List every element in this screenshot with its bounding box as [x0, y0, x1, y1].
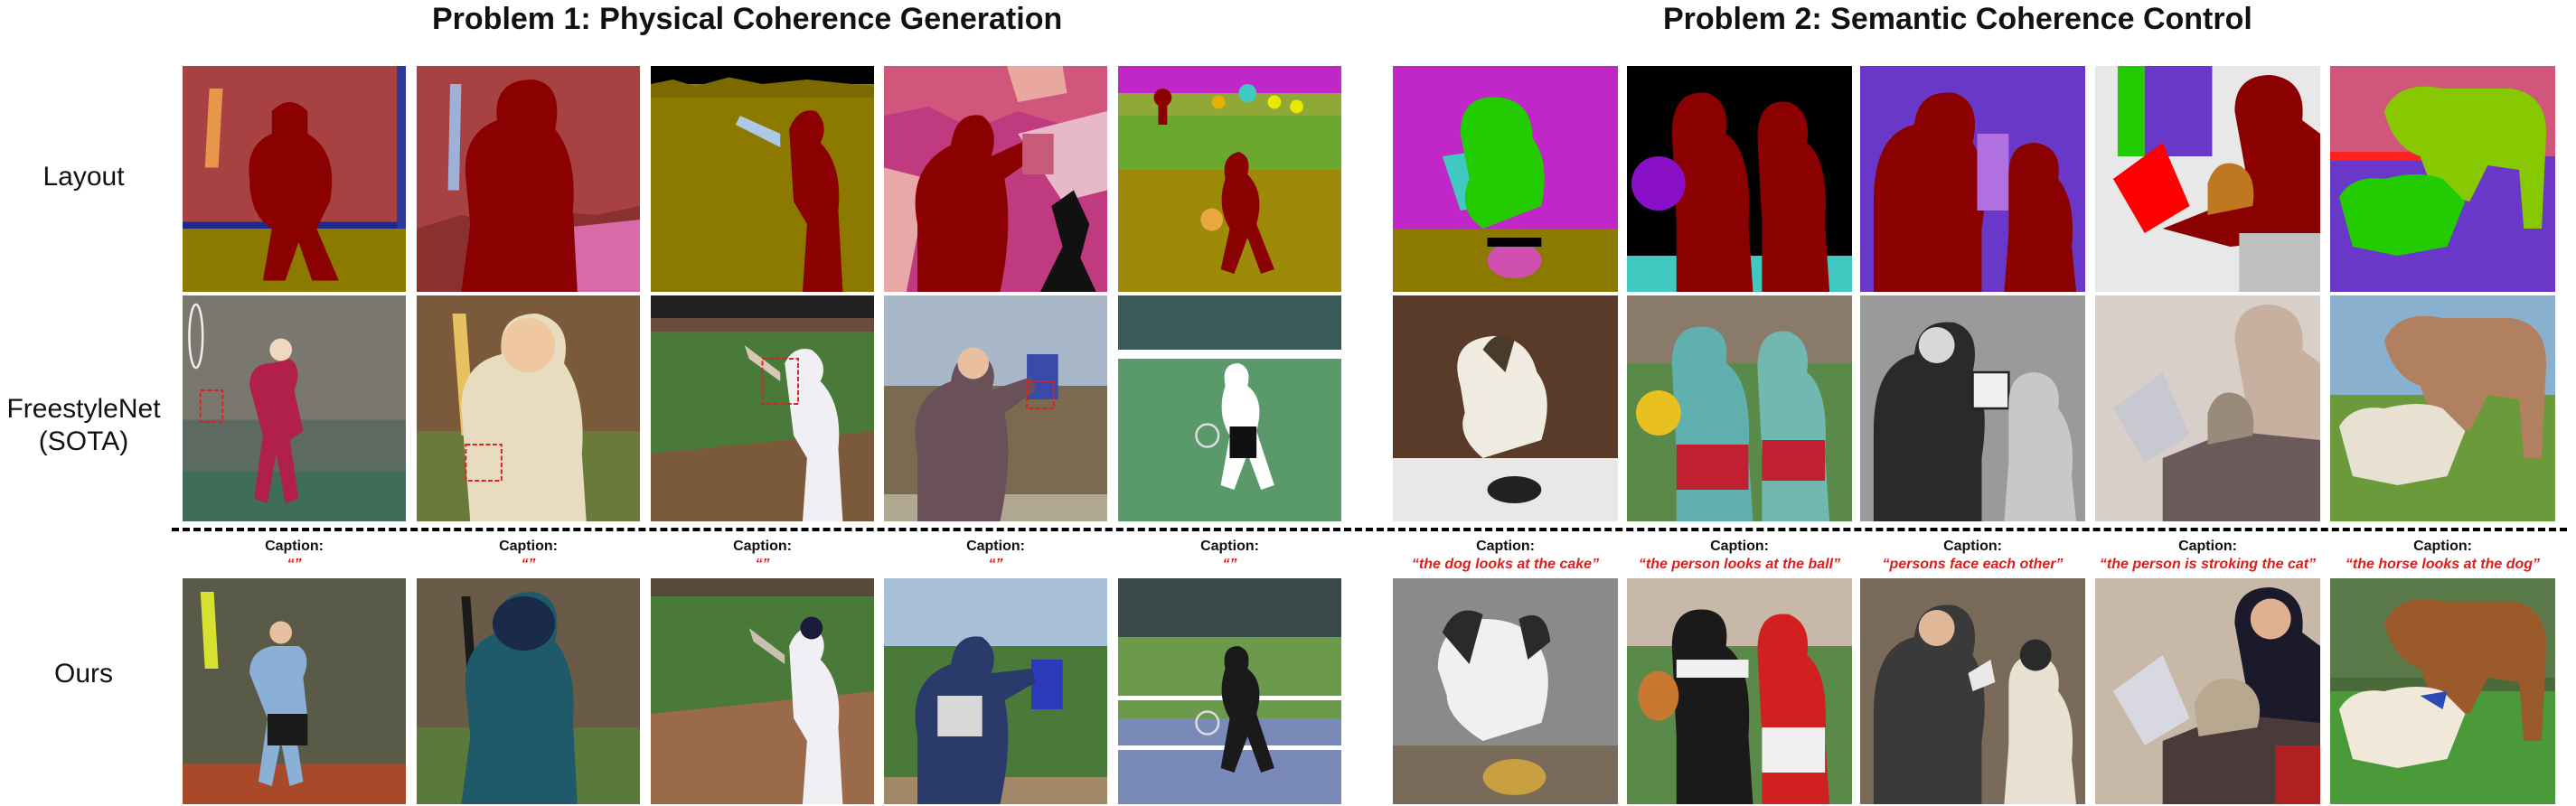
- caption-label: Caption:: [1710, 539, 1769, 554]
- row-label-ours: Ours: [53, 659, 113, 689]
- caption-p2-1: Caption: “the dog looks at the cake”: [1384, 538, 1627, 574]
- row-label-freestylenet: FreestyleNet (SOTA): [0, 393, 167, 458]
- caption-text: “the horse looks at the dog”: [2345, 557, 2541, 572]
- caption-p1-2: Caption: “”: [417, 538, 640, 574]
- freestylenet-image-p1-1: [183, 295, 406, 521]
- layout-map-p2-4: [2095, 66, 2320, 292]
- freestylenet-image-p1-5: [1118, 295, 1341, 521]
- caption-text: “”: [755, 557, 770, 572]
- caption-text: “”: [1222, 557, 1237, 572]
- ours-image-p1-5: [1118, 578, 1341, 804]
- caption-text: “”: [521, 557, 536, 572]
- ours-image-p1-2: [417, 578, 640, 804]
- caption-p2-5: Caption: “the horse looks at the dog”: [2319, 538, 2566, 574]
- freestylenet-image-p2-1: [1393, 295, 1618, 521]
- ours-image-p2-2: [1627, 578, 1852, 804]
- caption-text: “the person is stroking the cat”: [2099, 557, 2317, 572]
- ours-image-p1-4: [884, 578, 1107, 804]
- freestylenet-image-p2-4: [2095, 295, 2320, 521]
- caption-label: Caption:: [1200, 539, 1259, 554]
- caption-p1-3: Caption: “”: [651, 538, 874, 574]
- problem2-title: Problem 2: Semantic Coherence Control: [1663, 2, 2252, 36]
- caption-p2-3: Caption: “persons face each other”: [1851, 538, 2094, 574]
- caption-label: Caption:: [265, 539, 324, 554]
- freestylenet-image-p2-3: [1860, 295, 2085, 521]
- caption-text: “persons face each other”: [1882, 557, 2064, 572]
- row-label-layout: Layout: [42, 162, 125, 192]
- freestylenet-image-p2-2: [1627, 295, 1852, 521]
- ours-image-p2-5: [2330, 578, 2555, 804]
- ours-image-p1-3: [651, 578, 874, 804]
- layout-map-p1-4: [884, 66, 1107, 292]
- caption-label: Caption:: [966, 539, 1025, 554]
- caption-p2-2: Caption: “the person looks at the ball”: [1618, 538, 1861, 574]
- caption-text: “”: [988, 557, 1003, 572]
- dashed-separator: [172, 528, 2567, 531]
- layout-map-p2-5: [2330, 66, 2555, 292]
- caption-text: “”: [287, 557, 302, 572]
- caption-label: Caption:: [1943, 539, 2002, 554]
- row-label-freestylenet-text: FreestyleNet (SOTA): [6, 394, 161, 456]
- problem1-title: Problem 1: Physical Coherence Generation: [432, 2, 1063, 36]
- freestylenet-image-p1-4: [884, 295, 1107, 521]
- layout-map-p2-2: [1627, 66, 1852, 292]
- caption-text: “the person looks at the ball”: [1638, 557, 1841, 572]
- layout-map-p2-1: [1393, 66, 1618, 292]
- ours-image-p2-3: [1860, 578, 2085, 804]
- layout-map-p1-3: [651, 66, 874, 292]
- layout-map-p1-5: [1118, 66, 1341, 292]
- layout-map-p2-3: [1860, 66, 2085, 292]
- layout-map-p1-2: [417, 66, 640, 292]
- caption-p1-5: Caption: “”: [1118, 538, 1341, 574]
- caption-label: Caption:: [733, 539, 792, 554]
- caption-label: Caption:: [1476, 539, 1535, 554]
- caption-label: Caption:: [499, 539, 558, 554]
- caption-text: “the dog looks at the cake”: [1411, 557, 1600, 572]
- caption-label: Caption:: [2178, 539, 2237, 554]
- freestylenet-image-p2-5: [2330, 295, 2555, 521]
- ours-image-p2-1: [1393, 578, 1618, 804]
- freestylenet-image-p1-2: [417, 295, 640, 521]
- ours-image-p2-4: [2095, 578, 2320, 804]
- ours-image-p1-1: [183, 578, 406, 804]
- caption-p1-4: Caption: “”: [884, 538, 1107, 574]
- caption-p1-1: Caption: “”: [183, 538, 406, 574]
- caption-label: Caption:: [2413, 539, 2472, 554]
- freestylenet-image-p1-3: [651, 295, 874, 521]
- layout-map-p1-1: [183, 66, 406, 292]
- caption-p2-4: Caption: “the person is stroking the cat…: [2084, 538, 2331, 574]
